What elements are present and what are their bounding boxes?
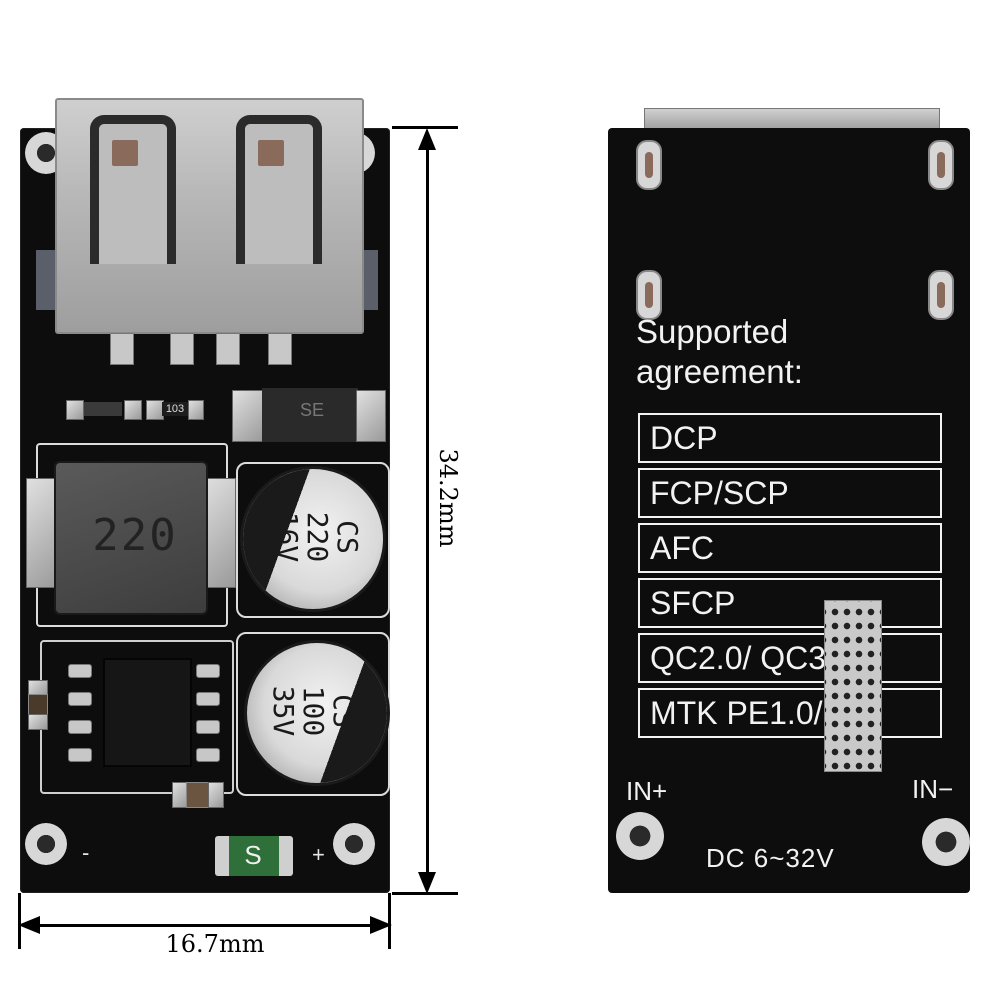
arrow-right-icon: [370, 916, 392, 934]
protocol-row: [638, 688, 942, 738]
diode-pad-left: [232, 390, 264, 442]
ic-pin: [196, 692, 220, 706]
protocol-label: AFC: [650, 530, 714, 566]
usb-pin-4: [268, 333, 292, 365]
ic-pin: [196, 720, 220, 734]
arrow-down-icon: [418, 872, 436, 894]
minus-silk: -: [82, 840, 90, 865]
protocol-chip-pad: [824, 600, 882, 772]
usb-spring-right: [236, 115, 322, 264]
led-pad-right: [124, 400, 142, 420]
smd-left-body: [28, 694, 48, 716]
led-pad-left: [66, 400, 84, 420]
resistor-body: 103: [162, 402, 188, 416]
height-dimension-label: 34.2mm: [434, 448, 462, 548]
buck-ic: [105, 660, 190, 765]
protocol-label: FCP/SCP: [650, 475, 789, 511]
inductor-pad-right: [202, 478, 236, 588]
slot-pad-mid-right: [928, 270, 954, 320]
inductor-pad-left: [26, 478, 60, 588]
input-plus-label: IN+: [626, 776, 668, 806]
mount-hole-bottom-left: [25, 823, 67, 865]
cap-top-silk: [236, 462, 390, 618]
ic-pin: [68, 748, 92, 762]
diode-pad-right: [356, 390, 386, 442]
mount-hole-in-minus: [922, 818, 970, 866]
capacitor-100uf-marking: CS 100 35V: [267, 685, 360, 737]
usb-pin-3: [216, 333, 240, 365]
supported-heading: Supported agreement:: [636, 312, 896, 392]
protocol-row: [638, 468, 942, 518]
heading-line-1: Supported: [636, 313, 789, 350]
pcb-back: [608, 128, 970, 893]
diode-body: [262, 388, 358, 442]
usb-shield-tab-left: [36, 250, 58, 310]
smd-left-pad: [28, 714, 48, 730]
dc-input-range: DC 6~32V: [706, 843, 835, 873]
dimension-line-vertical: [426, 140, 429, 880]
width-dimension-label: 16.7mm: [165, 930, 265, 958]
protocol-row: [638, 633, 942, 683]
arrow-left-icon: [18, 916, 40, 934]
protocol-label: QC2.0/ QC3.0: [650, 640, 853, 676]
heading-line-2: agreement:: [636, 353, 803, 390]
slot-pad-top-right: [928, 140, 954, 190]
usb-contact-right: [258, 140, 284, 166]
mount-hole-in-plus: [616, 812, 664, 860]
ic-pin: [68, 720, 92, 734]
ic-silk-outline: [40, 640, 234, 794]
inductor: [56, 463, 206, 613]
dimension-tick-top: [392, 126, 458, 129]
ic-pin: [196, 748, 220, 762]
protocol-row: [638, 413, 942, 463]
input-minus-label: IN−: [912, 774, 954, 804]
mount-hole-bottom-right: [333, 823, 375, 865]
plus-silk: +: [312, 842, 325, 867]
slot-pad-mid-left: [636, 270, 662, 320]
diode-marking: SE: [300, 400, 325, 420]
usb-spring-left: [90, 115, 176, 264]
protocol-label: DCP: [650, 420, 718, 456]
fuse-marking: S: [244, 840, 262, 870]
usb-pin-2: [170, 333, 194, 365]
protocol-row: [638, 578, 942, 628]
resistor-pad-right: [188, 400, 204, 420]
usb-contact-left: [112, 140, 138, 166]
arrow-up-icon: [418, 128, 436, 150]
led-body: [84, 402, 122, 416]
capacitor-220uf-marking: CS 220 16V: [271, 511, 364, 563]
fuse: [215, 836, 293, 876]
usb-pin-1: [110, 333, 134, 365]
ic-pin: [68, 692, 92, 706]
smd-cap-pad: [208, 782, 224, 808]
inductor-marking: 220: [92, 510, 178, 561]
dimension-line-horizontal: [32, 924, 378, 927]
protocol-row: [638, 523, 942, 573]
ic-pin: [196, 664, 220, 678]
smd-cap-body: [186, 782, 210, 808]
protocol-label: SFCP: [650, 585, 736, 621]
capacitor-220uf-polarity: [243, 469, 383, 609]
ic-pin: [68, 664, 92, 678]
slot-pad-top-left: [636, 140, 662, 190]
